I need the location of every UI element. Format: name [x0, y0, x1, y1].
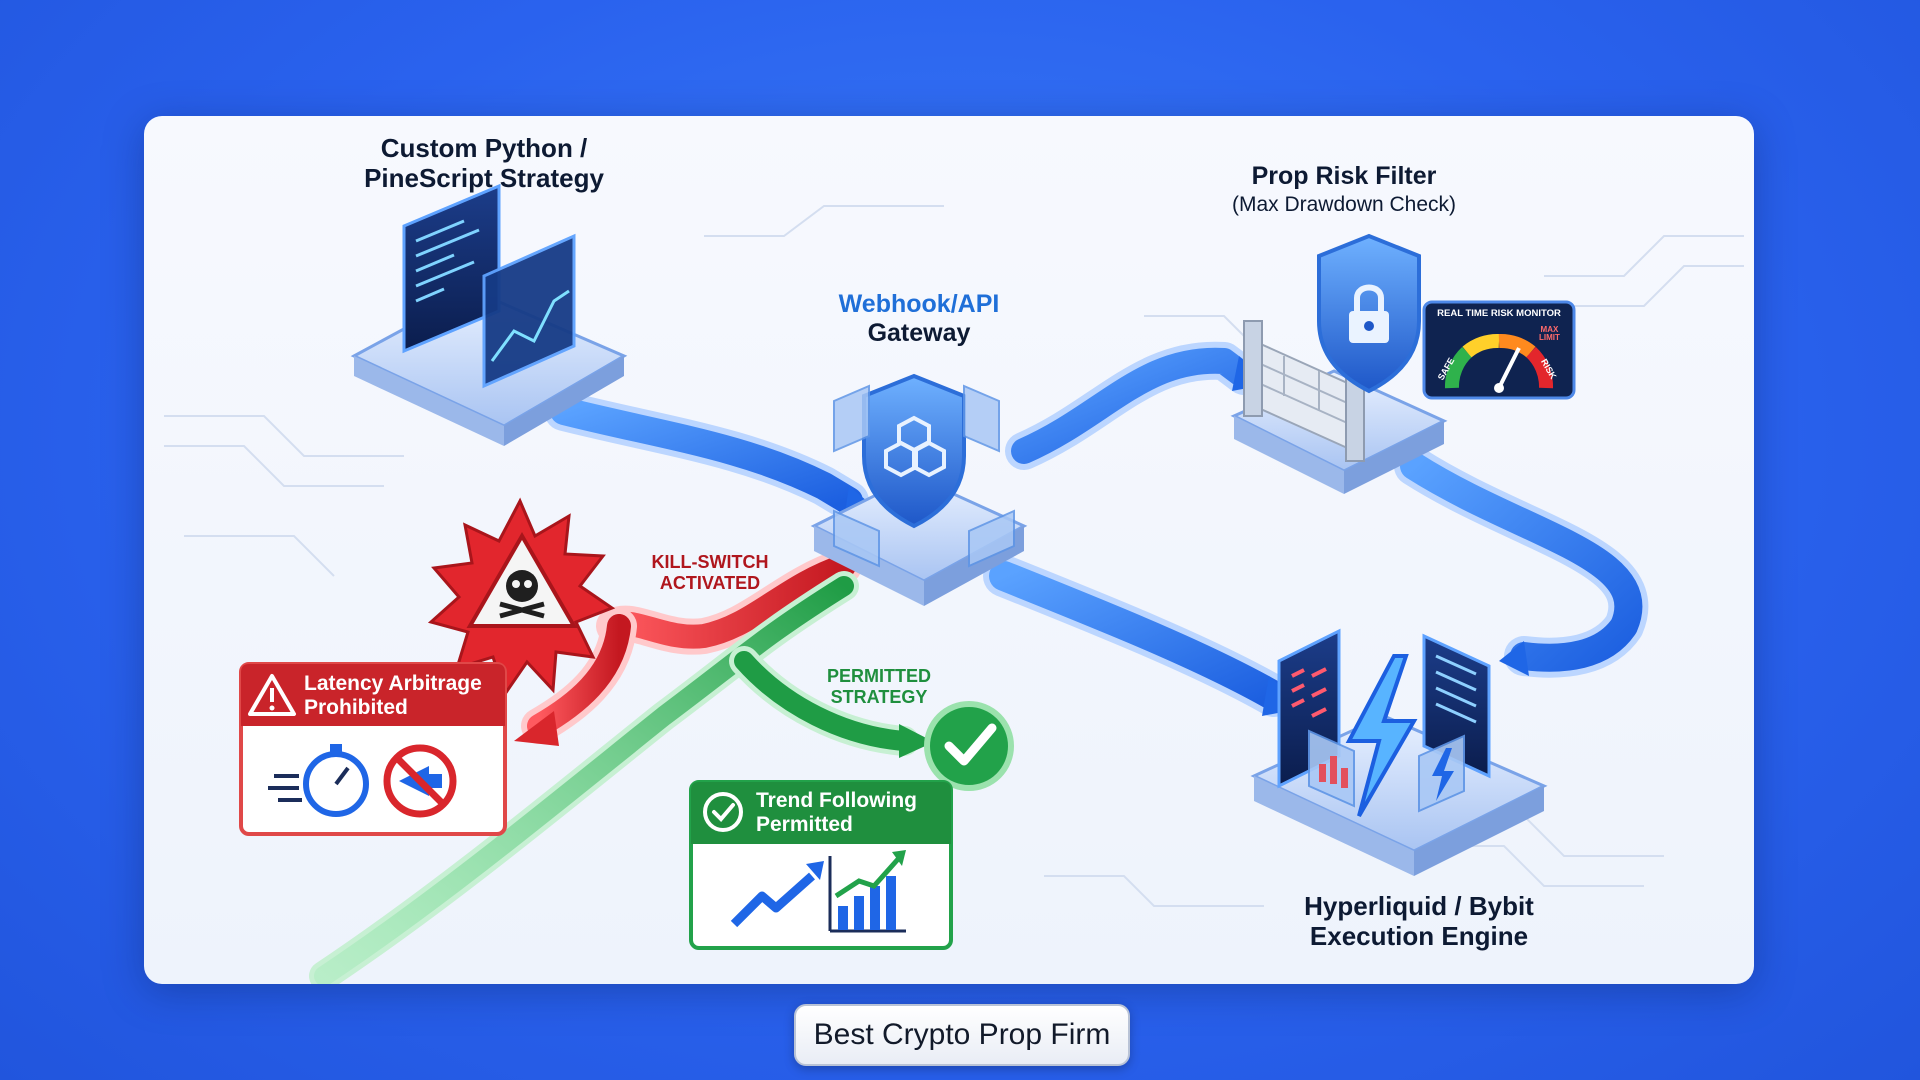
green-permit-path: [309, 571, 919, 984]
gateway-label-line2: Gateway: [867, 318, 971, 347]
code-monitor-icon: [402, 183, 576, 389]
trend-title-line1: Trend Following: [756, 789, 917, 812]
caption-button[interactable]: Best Crypto Prop Firm: [794, 1004, 1130, 1066]
gateway-label: Webhook/API Gateway: [804, 290, 1034, 348]
skull-icon: [427, 497, 616, 698]
lightning-icon: [1345, 654, 1418, 818]
execution-label-line2: Execution Engine: [1309, 920, 1529, 951]
lock-shield-icon: [1317, 233, 1421, 394]
diagram-card: Custom Python / PineScript Strategy Webh…: [144, 116, 1754, 984]
gauge-max-limit-label: MAX LIMIT: [1539, 326, 1560, 342]
no-arrow-icon: [383, 744, 457, 818]
gauge-max-line2: LIMIT: [1539, 333, 1560, 342]
kill-switch-label: KILL-SWITCH ACTIVATED: [620, 552, 800, 593]
risk-filter-label: Prop Risk Filter (Max Drawdown Check): [1204, 162, 1484, 217]
shield-hexagon-icon: [862, 373, 966, 529]
latency-title-line2: Prohibited: [304, 696, 408, 720]
trend-arrow-icon: [730, 861, 824, 928]
latency-box-title: Latency Arbitrage Prohibited: [304, 672, 504, 720]
permitted-line1: PERMITTED: [826, 666, 931, 686]
strategy-platform: [350, 183, 628, 446]
gauge-icon: [1445, 333, 1553, 389]
gateway-platform: [810, 373, 1028, 606]
strategy-label-line1: Custom Python /: [380, 133, 588, 163]
flow-diagram: [164, 183, 1744, 984]
trend-title-line2: Permitted: [756, 813, 853, 837]
kill-switch-line1: KILL-SWITCH: [651, 552, 769, 572]
stopwatch-icon: [268, 744, 369, 817]
green-arrowhead: [899, 724, 934, 758]
bar-chart-icon: [828, 850, 906, 933]
strategy-label-line2: PineScript Strategy: [364, 162, 604, 193]
red-kill-path: [521, 548, 862, 744]
gauge-max-line1: MAX: [1540, 325, 1559, 334]
trend-box-title: Trend Following Permitted: [756, 789, 951, 837]
checkmark-icon: [924, 701, 1014, 791]
risk-monitor: [1422, 300, 1576, 400]
permitted-strategy-label: PERMITTED STRATEGY: [804, 666, 954, 707]
latency-title-line1: Latency Arbitrage: [304, 672, 482, 695]
risk-filter-platform: [1230, 233, 1448, 494]
risk-monitor-title: REAL TIME RISK MONITOR: [1437, 308, 1561, 319]
blue-flow-paths: [544, 341, 1649, 717]
strategy-label: Custom Python / PineScript Strategy: [334, 133, 634, 194]
permitted-line2: STRATEGY: [830, 686, 928, 707]
gateway-label-line1: Webhook/API: [838, 290, 1000, 318]
risk-filter-subtitle: (Max Drawdown Check): [1231, 192, 1457, 216]
execution-platform: [1250, 628, 1548, 876]
kill-switch-line2: ACTIVATED: [659, 572, 761, 593]
warning-icon: [248, 674, 296, 716]
execution-label: Hyperliquid / Bybit Execution Engine: [1274, 891, 1564, 952]
execution-label-line1: Hyperliquid / Bybit: [1304, 891, 1534, 921]
trend-box: [689, 780, 953, 950]
latency-box: [239, 662, 507, 836]
red-arrowhead: [514, 711, 559, 746]
risk-filter-title: Prop Risk Filter: [1251, 162, 1437, 190]
